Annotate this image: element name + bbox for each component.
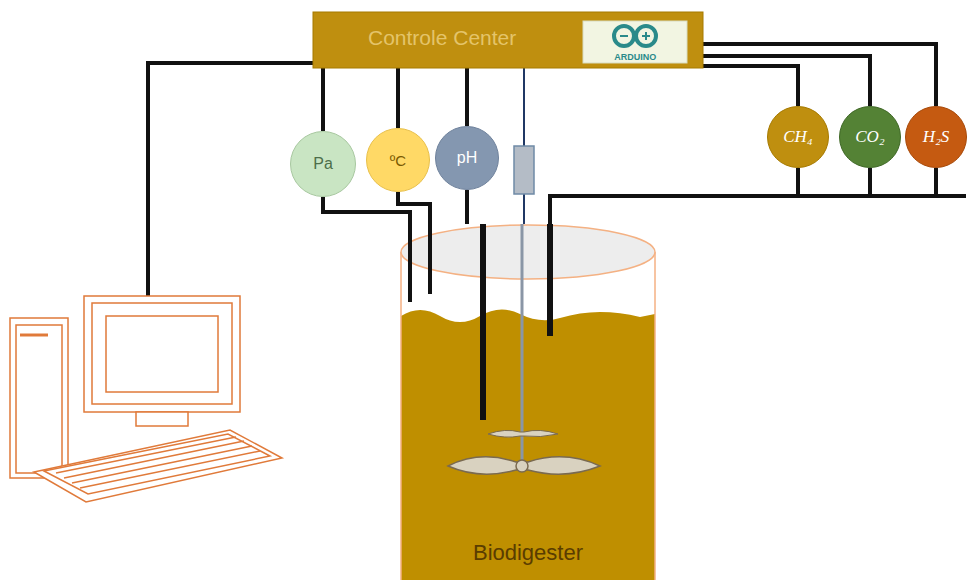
h2s-sensor: H₂S xyxy=(905,106,967,168)
shape-part xyxy=(906,107,967,168)
node-label: ºC xyxy=(390,152,406,169)
ph-probe xyxy=(480,224,486,420)
logo-mark xyxy=(636,26,656,46)
shape-part xyxy=(840,107,901,168)
signal-wire xyxy=(703,56,870,106)
tank-wall xyxy=(654,252,656,580)
gas-manifold xyxy=(936,194,966,198)
temperature-probe xyxy=(428,224,432,294)
shape-part xyxy=(313,12,703,68)
control-box: Controle CenterARDUINO xyxy=(313,12,703,68)
co2-sensor: CO₂ xyxy=(839,106,901,168)
signal-wire xyxy=(398,192,430,224)
ph-sensor: pH xyxy=(435,126,499,190)
stirrer-shaft xyxy=(521,224,524,468)
stirrer-hub xyxy=(516,460,528,472)
node-label: Biodigester xyxy=(473,540,583,566)
pressure-probe xyxy=(408,224,412,302)
signal-wire xyxy=(465,190,469,224)
node-outline xyxy=(400,224,656,580)
stirrer-blade xyxy=(448,457,600,474)
stirrer-blade xyxy=(488,430,558,437)
shape-part xyxy=(291,132,356,197)
shape-part xyxy=(436,127,499,190)
signal-wire xyxy=(465,68,469,126)
logo-mark xyxy=(645,32,647,40)
signal-wire xyxy=(396,68,400,128)
computer-wire xyxy=(148,63,313,296)
signal-wire xyxy=(550,168,936,224)
node-label: H₂S xyxy=(923,127,950,147)
shape-part xyxy=(367,129,430,192)
shape-part xyxy=(583,21,687,63)
signal-wire xyxy=(321,68,325,131)
node-label: CH₄ xyxy=(783,127,813,147)
gas-probe xyxy=(547,224,553,336)
node-label: Controle Center xyxy=(368,26,516,50)
logo-mark xyxy=(614,26,634,46)
digestate xyxy=(401,309,655,580)
logo-mark xyxy=(620,35,628,37)
node-label: ARDUINO xyxy=(614,52,656,62)
signal-wire xyxy=(703,66,798,106)
node-label: CO₂ xyxy=(855,127,885,147)
pressure-sensor: Pa xyxy=(290,131,356,197)
stirrer-motor xyxy=(514,146,534,194)
arduino-logo: ARDUINO xyxy=(583,21,687,63)
signal-wire xyxy=(703,44,936,106)
node-label: Pa xyxy=(313,155,333,173)
computer xyxy=(10,296,282,502)
tank-lid xyxy=(401,225,655,279)
node-label: pH xyxy=(457,149,477,167)
temperature-sensor: ºC xyxy=(366,128,430,192)
methane-sensor: CH₄ xyxy=(767,106,829,168)
tank-wall xyxy=(400,252,402,580)
biodigester-tank: Biodigester xyxy=(400,224,656,580)
shape-part xyxy=(768,107,829,168)
